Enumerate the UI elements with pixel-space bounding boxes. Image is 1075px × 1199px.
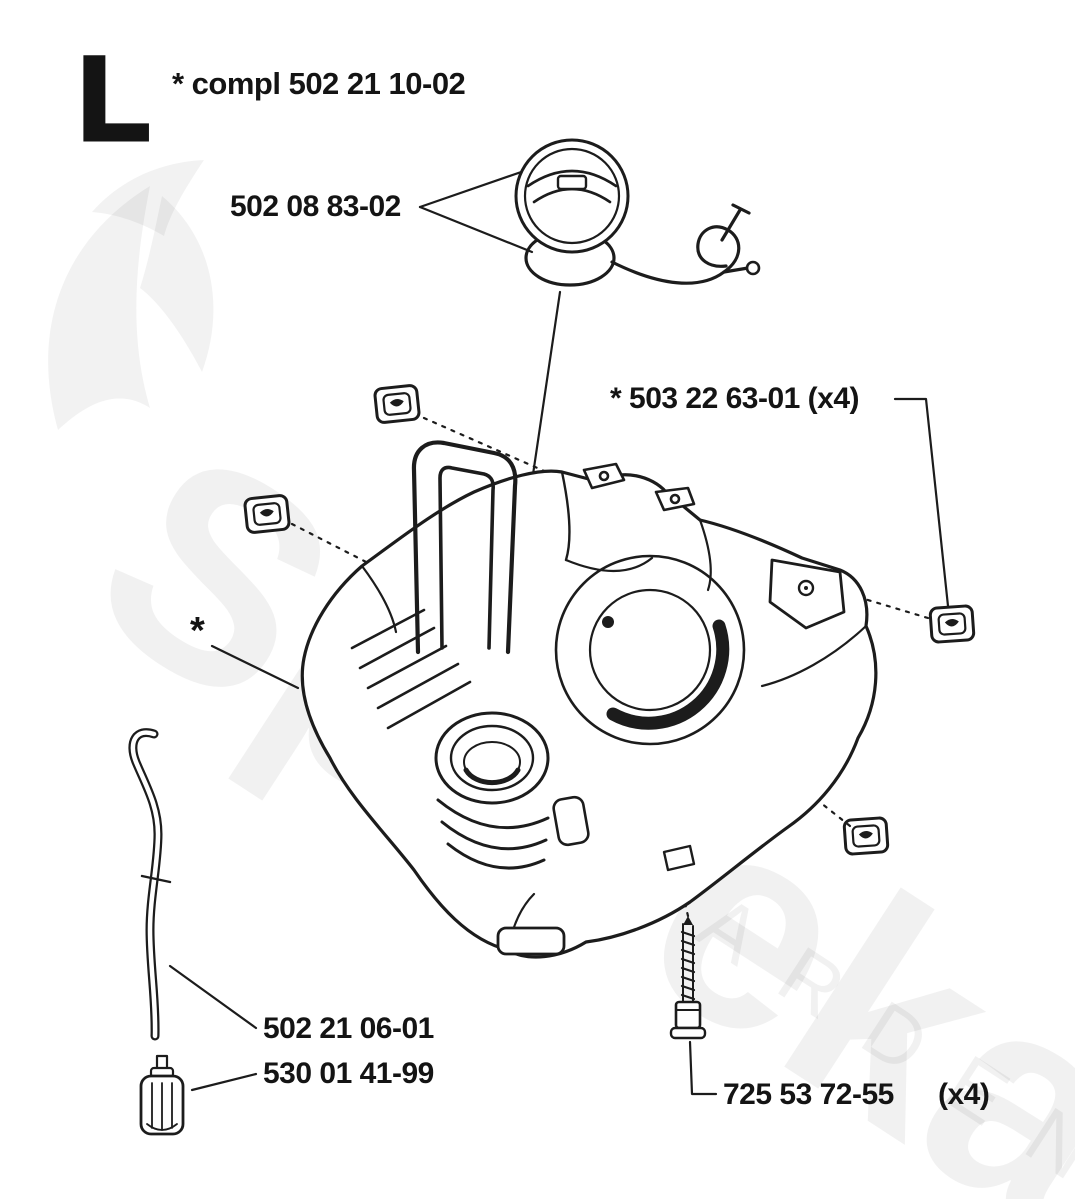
section-letter: L [76, 33, 153, 165]
assembly-label: * compl 502 21 10-02 [172, 66, 466, 101]
leader-line-screw [688, 1040, 718, 1096]
fuel-line-drawing [128, 728, 172, 1041]
crank-opening [554, 554, 746, 746]
part-label-slide-nut: * 503 22 63-01 (x4) [610, 382, 860, 415]
leader-line-slide-nut [893, 397, 950, 608]
part-label-screw-qty: (x4) [938, 1078, 990, 1111]
tank-foot [496, 926, 566, 956]
part-label-tank-marker: * [190, 610, 205, 652]
tank-body-drawing [300, 462, 878, 959]
part-label-screw: 725 53 72-55 [723, 1078, 894, 1111]
right-mount [768, 558, 846, 630]
part-label-fuel-filter: 530 01 41-99 [263, 1057, 434, 1090]
fuel-cap-drawing [514, 138, 630, 254]
leader-line-fuel-filter [190, 1072, 258, 1092]
slide-nut-icon [928, 604, 976, 644]
slide-nut-icon [242, 493, 292, 535]
slide-nut-icon [842, 816, 890, 856]
fuel-filter-drawing [139, 1054, 185, 1136]
tank-fins [350, 608, 472, 730]
watermark-leaf-icon [48, 160, 214, 430]
fuel-cap-cord-drawing [524, 203, 761, 287]
screw-drawing [669, 916, 707, 1040]
leader-line-tank-marker [210, 644, 300, 690]
part-label-fuel-cap: 502 08 83-02 [230, 190, 401, 223]
screw-boss [662, 844, 696, 872]
part-label-fuel-line: 502 21 06-01 [263, 1012, 434, 1045]
filler-neck-drawing [434, 711, 590, 870]
slide-nut-icon [372, 383, 422, 425]
handle-loop-drawing [411, 440, 518, 655]
leader-line-fuel-line [168, 964, 258, 1030]
top-mounts [582, 462, 696, 512]
